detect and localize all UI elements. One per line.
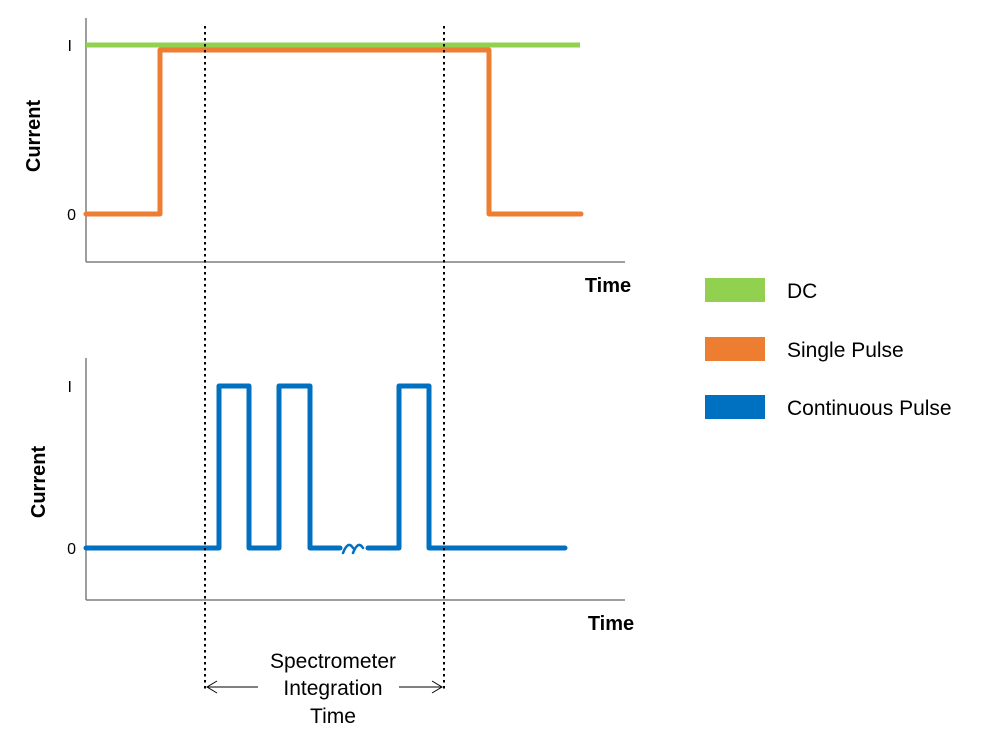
bottom-tick-low: 0 [67,541,76,558]
continuous-pulse-line-start [83,383,343,551]
legend: DC Single Pulse Continuous Pulse [705,278,952,420]
top-tick-high: I [68,38,72,55]
continuous-pulse-line-end [365,383,568,551]
legend-label-continuous-pulse: Continuous Pulse [787,397,952,420]
legend-item-dc: DC [705,278,817,303]
axis-break-icon [341,543,365,555]
bottom-tick-high: I [68,379,72,396]
top-tick-low: 0 [67,207,76,224]
top-x-axis-label: Time [585,275,631,297]
top-y-axis-label: Current [23,100,45,173]
legend-label-dc: DC [787,280,817,303]
legend-item-single-pulse: Single Pulse [705,337,904,362]
top-chart: I 0 Current Time [23,18,631,297]
bottom-y-axis-label: Current [28,446,50,519]
annotation-line-2: Integration [283,677,382,700]
legend-swatch-single-pulse [705,337,765,361]
integration-arrows [206,680,443,694]
bottom-chart: I 0 Current Time [28,358,634,635]
single-pulse-line [83,47,584,217]
legend-item-continuous-pulse: Continuous Pulse [705,395,952,420]
annotation-line-1: Spectrometer [270,650,396,673]
legend-swatch-continuous-pulse [705,395,765,419]
legend-swatch-dc [705,278,765,302]
annotation-line-3: Time [310,705,356,728]
legend-label-single-pulse: Single Pulse [787,339,904,362]
bottom-x-axis-label: Time [588,613,634,635]
